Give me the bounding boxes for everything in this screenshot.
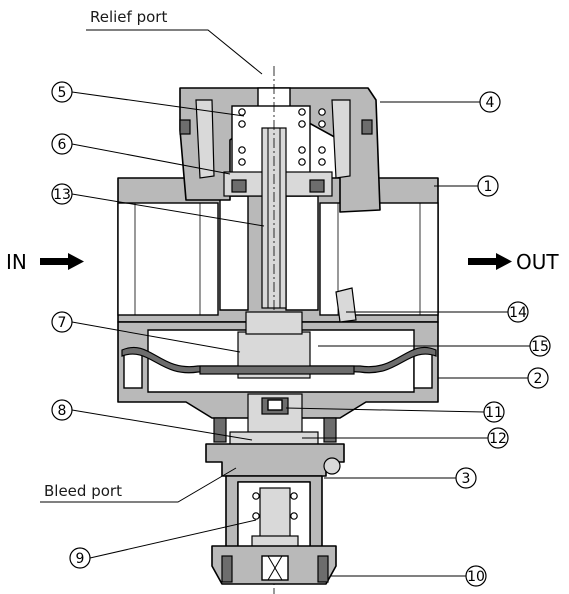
svg-text:11: 11	[485, 405, 503, 421]
svg-text:2: 2	[534, 371, 543, 387]
svg-text:4: 4	[486, 95, 495, 111]
svg-text:5: 5	[58, 85, 67, 101]
outlet-arrow	[468, 253, 512, 270]
bottom-body	[205, 443, 345, 477]
svg-text:6: 6	[58, 137, 67, 153]
callout-3: 3	[324, 467, 477, 489]
callout-5: 5	[51, 81, 245, 117]
callout-10: 10	[330, 565, 487, 587]
callout-7: 7	[51, 311, 241, 353]
svg-text:14: 14	[509, 305, 527, 321]
relief-port-label: Relief port	[90, 8, 167, 26]
callout-6: 6	[51, 133, 231, 175]
callout-1: 1	[434, 175, 499, 197]
inlet-label: IN	[6, 250, 27, 274]
valve-seat-assembly	[213, 393, 337, 447]
svg-text:3: 3	[462, 471, 471, 487]
bleed-port-label: Bleed port	[44, 482, 122, 500]
svg-text:12: 12	[489, 431, 507, 447]
bleed-port-leader	[40, 467, 237, 503]
svg-text:10: 10	[467, 569, 485, 585]
callout-2: 2	[438, 367, 549, 389]
svg-text:1: 1	[484, 179, 493, 195]
svg-text:13: 13	[53, 187, 71, 203]
svg-text:9: 9	[76, 551, 85, 567]
callout-15: 15	[318, 335, 551, 357]
relief-port-leader	[86, 29, 263, 75]
callout-4: 4	[380, 91, 501, 113]
relief-spring	[238, 108, 326, 166]
svg-text:15: 15	[531, 339, 549, 355]
inlet-arrow	[40, 253, 84, 270]
outlet-label: OUT	[516, 250, 559, 274]
callout-12: 12	[302, 427, 509, 449]
aspirator-tube	[335, 287, 357, 323]
svg-text:8: 8	[58, 403, 67, 419]
adjusting-assembly	[211, 475, 337, 585]
callout-9: 9	[69, 519, 257, 569]
callout-14: 14	[346, 301, 529, 323]
adjusting-spring	[252, 492, 298, 520]
callout-13: 13	[51, 183, 265, 227]
svg-text:7: 7	[58, 315, 67, 331]
callout-11: 11	[285, 401, 505, 423]
callout-8: 8	[51, 399, 253, 441]
diaphragm-assembly	[121, 287, 437, 379]
